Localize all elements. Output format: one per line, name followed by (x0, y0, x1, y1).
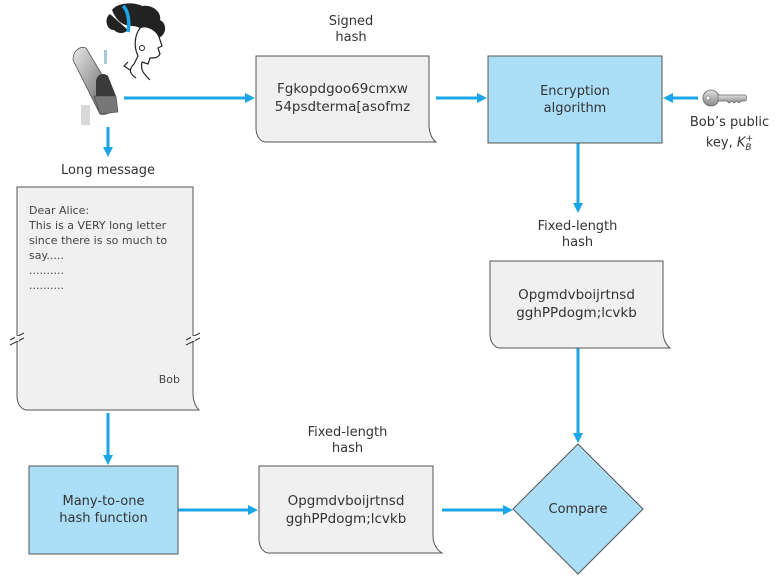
hash-function-line2: hash function (59, 511, 148, 526)
public-key-line1: Bob’s public (689, 115, 770, 130)
letter-line: since there is so much to (29, 234, 168, 247)
signed-hash-label-line1: Signed (328, 14, 374, 29)
letter-line: This is a VERY long letter (29, 219, 167, 232)
key-icon (702, 89, 747, 107)
signed-hash-text: Fgkopdgoo69cmxw 54psdterma[asofmz (256, 80, 429, 116)
fixed-hash-right-text: Opgmdvboijrtnsd gghPPdogm;lcvkb (490, 286, 663, 322)
fixed-hash-right-line1: Opgmdvboijrtnsd (518, 287, 635, 303)
fixed-hash-bottom-label-line2: hash (331, 441, 364, 456)
page-break-marks (9, 332, 201, 346)
signed-hash-label: Signed hash (296, 14, 406, 46)
encryption-line1: Encryption (540, 83, 610, 99)
hash-function-line1: Many-to-one (62, 494, 145, 509)
mailbox-icon (72, 47, 119, 125)
fixed-hash-bottom-line2: gghPPdogm;lcvkb (285, 511, 407, 527)
fixed-hash-right-line2: gghPPdogm;lcvkb (516, 305, 637, 321)
fixed-hash-document-right (489, 260, 672, 349)
encryption-algorithm-box (487, 55, 663, 144)
signed-hash-label-line2: hash (335, 30, 367, 45)
encryption-algorithm-text: Encryption algorithm (488, 56, 662, 143)
letter-line: .......... (29, 264, 64, 277)
hash-function-box (28, 465, 179, 555)
public-key-superscript: + (745, 134, 754, 144)
long-message-document (16, 186, 201, 411)
letter-line: say..... (29, 249, 64, 262)
fixed-hash-right-label-line1: Fixed-length (537, 219, 618, 234)
letter-line: Dear Alice: (29, 204, 90, 217)
public-key-label: Bob’s public key, KB+ (682, 115, 777, 156)
compare-label: Compare (548, 501, 608, 517)
alice-head-icon (106, 3, 166, 81)
signed-hash-line2: 54psdterma[asofmz (274, 99, 411, 115)
letter-body: Dear Alice: This is a VERY long letter s… (29, 203, 189, 293)
fixed-hash-document-bottom (258, 465, 444, 554)
letter-signature: Bob (158, 373, 180, 386)
signed-hash-line1: Fgkopdgoo69cmxw (277, 81, 408, 97)
fixed-hash-bottom-text: Opgmdvboijrtnsd gghPPdogm;lcvkb (259, 492, 433, 528)
long-message-label: Long message (60, 163, 155, 178)
fixed-hash-bottom-label-line1: Fixed-length (307, 425, 388, 440)
compare-diamond (512, 443, 644, 575)
public-key-prefix: key, (705, 135, 737, 151)
fixed-hash-right-label: Fixed-length hash (520, 219, 635, 251)
letter-line: .......... (29, 279, 64, 292)
fixed-hash-bottom-line1: Opgmdvboijrtnsd (287, 493, 405, 509)
public-key-line2: key, KB+ (682, 131, 777, 156)
signed-hash-document (255, 55, 438, 143)
fixed-hash-right-label-line2: hash (561, 235, 594, 250)
encryption-line2: algorithm (543, 100, 607, 116)
public-key-subscript: B (745, 142, 752, 153)
hash-function-text: Many-to-one hash function (29, 466, 178, 554)
fixed-hash-bottom-label: Fixed-length hash (290, 425, 405, 457)
public-key-symbol: K (736, 135, 746, 151)
